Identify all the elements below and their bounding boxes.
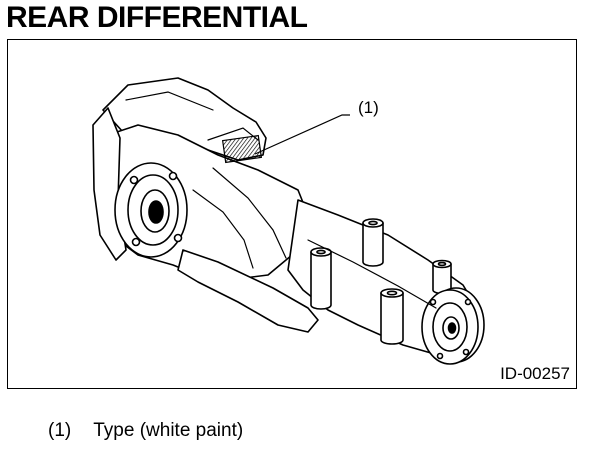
figure-id: ID-00257	[500, 364, 570, 383]
mount-boss-3	[380, 288, 404, 345]
legend-item: (1) Type (white paint)	[48, 420, 243, 442]
leader-line	[254, 114, 350, 155]
mount-boss-1	[310, 247, 332, 310]
legend-text: Type (white paint)	[93, 420, 244, 441]
mount-boss-4	[432, 259, 452, 295]
mount-boss-2	[362, 218, 384, 267]
companion-flange	[421, 287, 485, 365]
side-flange	[114, 162, 188, 258]
mount-arm	[177, 249, 319, 333]
callout-label: (1)	[358, 98, 379, 117]
type-paint-mark	[221, 134, 263, 164]
page-title: REAR DIFFERENTIAL	[6, 1, 308, 34]
rear-differential-illustration	[92, 77, 485, 365]
legend-number: (1)	[48, 420, 72, 441]
figure-frame: (1) ID-00257	[7, 39, 577, 389]
